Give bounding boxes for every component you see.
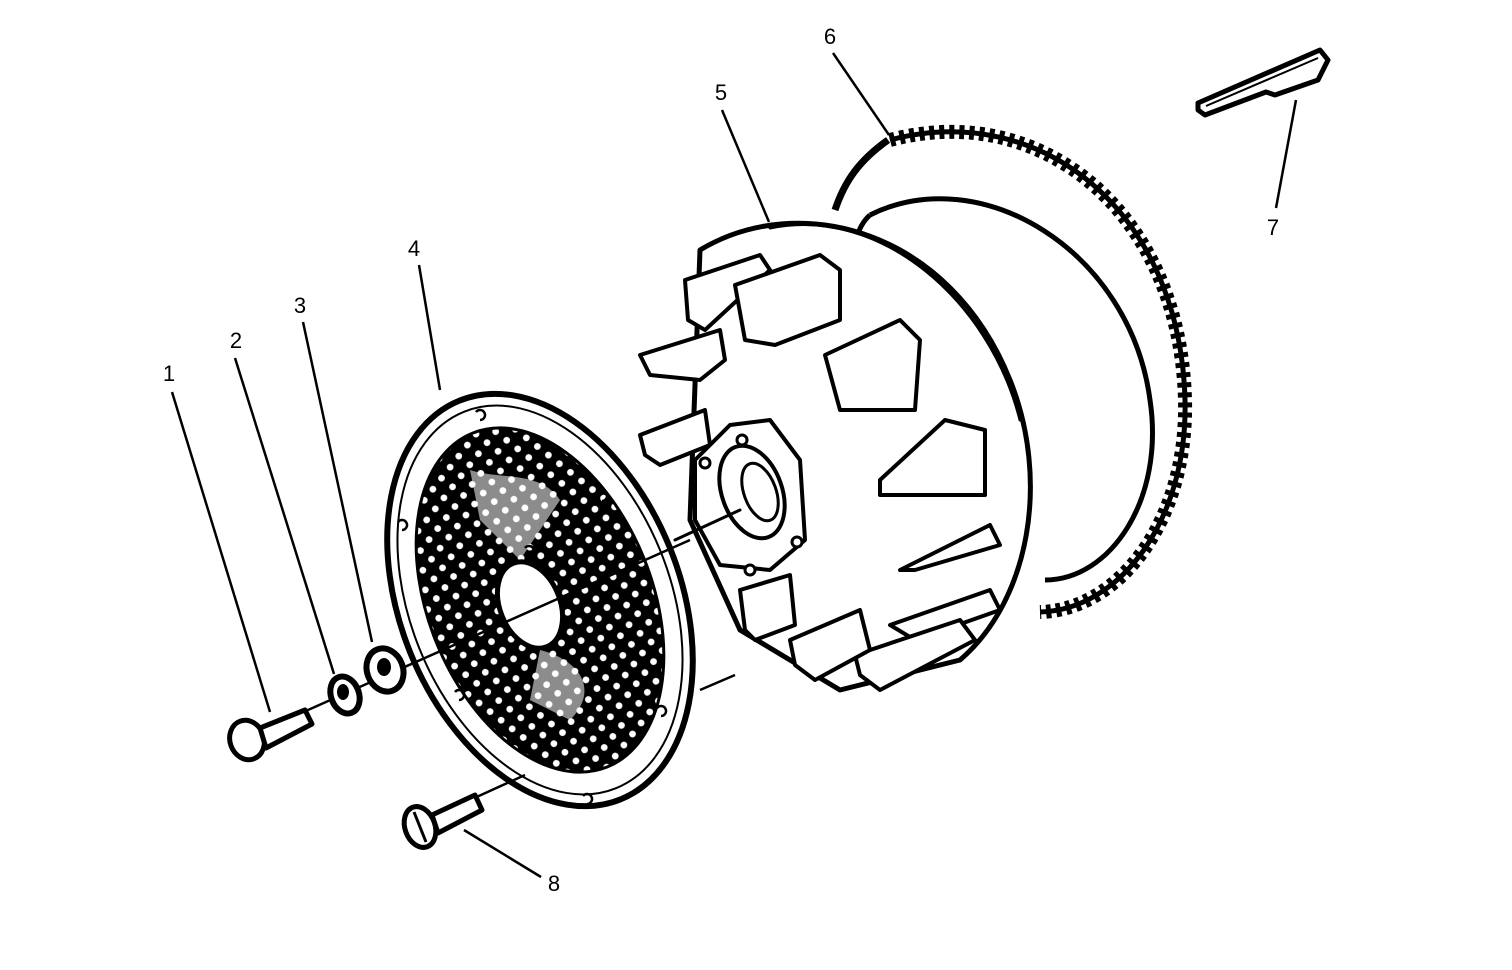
leader-line-1	[170, 391, 272, 713]
fan-hub	[638, 220, 1033, 693]
callout-8: 8	[547, 871, 561, 896]
leader-line-5	[720, 109, 771, 223]
leader-line-6	[831, 52, 891, 136]
screen-disc	[384, 390, 696, 810]
lock-washer	[327, 673, 363, 717]
flat-washer	[363, 645, 407, 695]
callout-3: 3	[293, 293, 307, 318]
leader-line-3	[301, 321, 374, 643]
callout-4: 4	[407, 236, 421, 261]
callout-7: 7	[1266, 215, 1280, 240]
leader-lines	[170, 52, 1298, 879]
leader-line-4	[417, 264, 442, 391]
callout-1: 1	[162, 361, 176, 386]
ring-gear	[831, 124, 1193, 619]
bolt	[227, 707, 315, 763]
key	[1195, 47, 1331, 118]
leader-line-2	[233, 357, 336, 675]
leader-line-7	[1274, 99, 1298, 209]
callout-6: 6	[823, 24, 837, 49]
callout-2: 2	[229, 328, 243, 353]
screen-screw	[401, 792, 485, 850]
leader-line-8	[463, 828, 542, 879]
callout-5: 5	[714, 80, 728, 105]
